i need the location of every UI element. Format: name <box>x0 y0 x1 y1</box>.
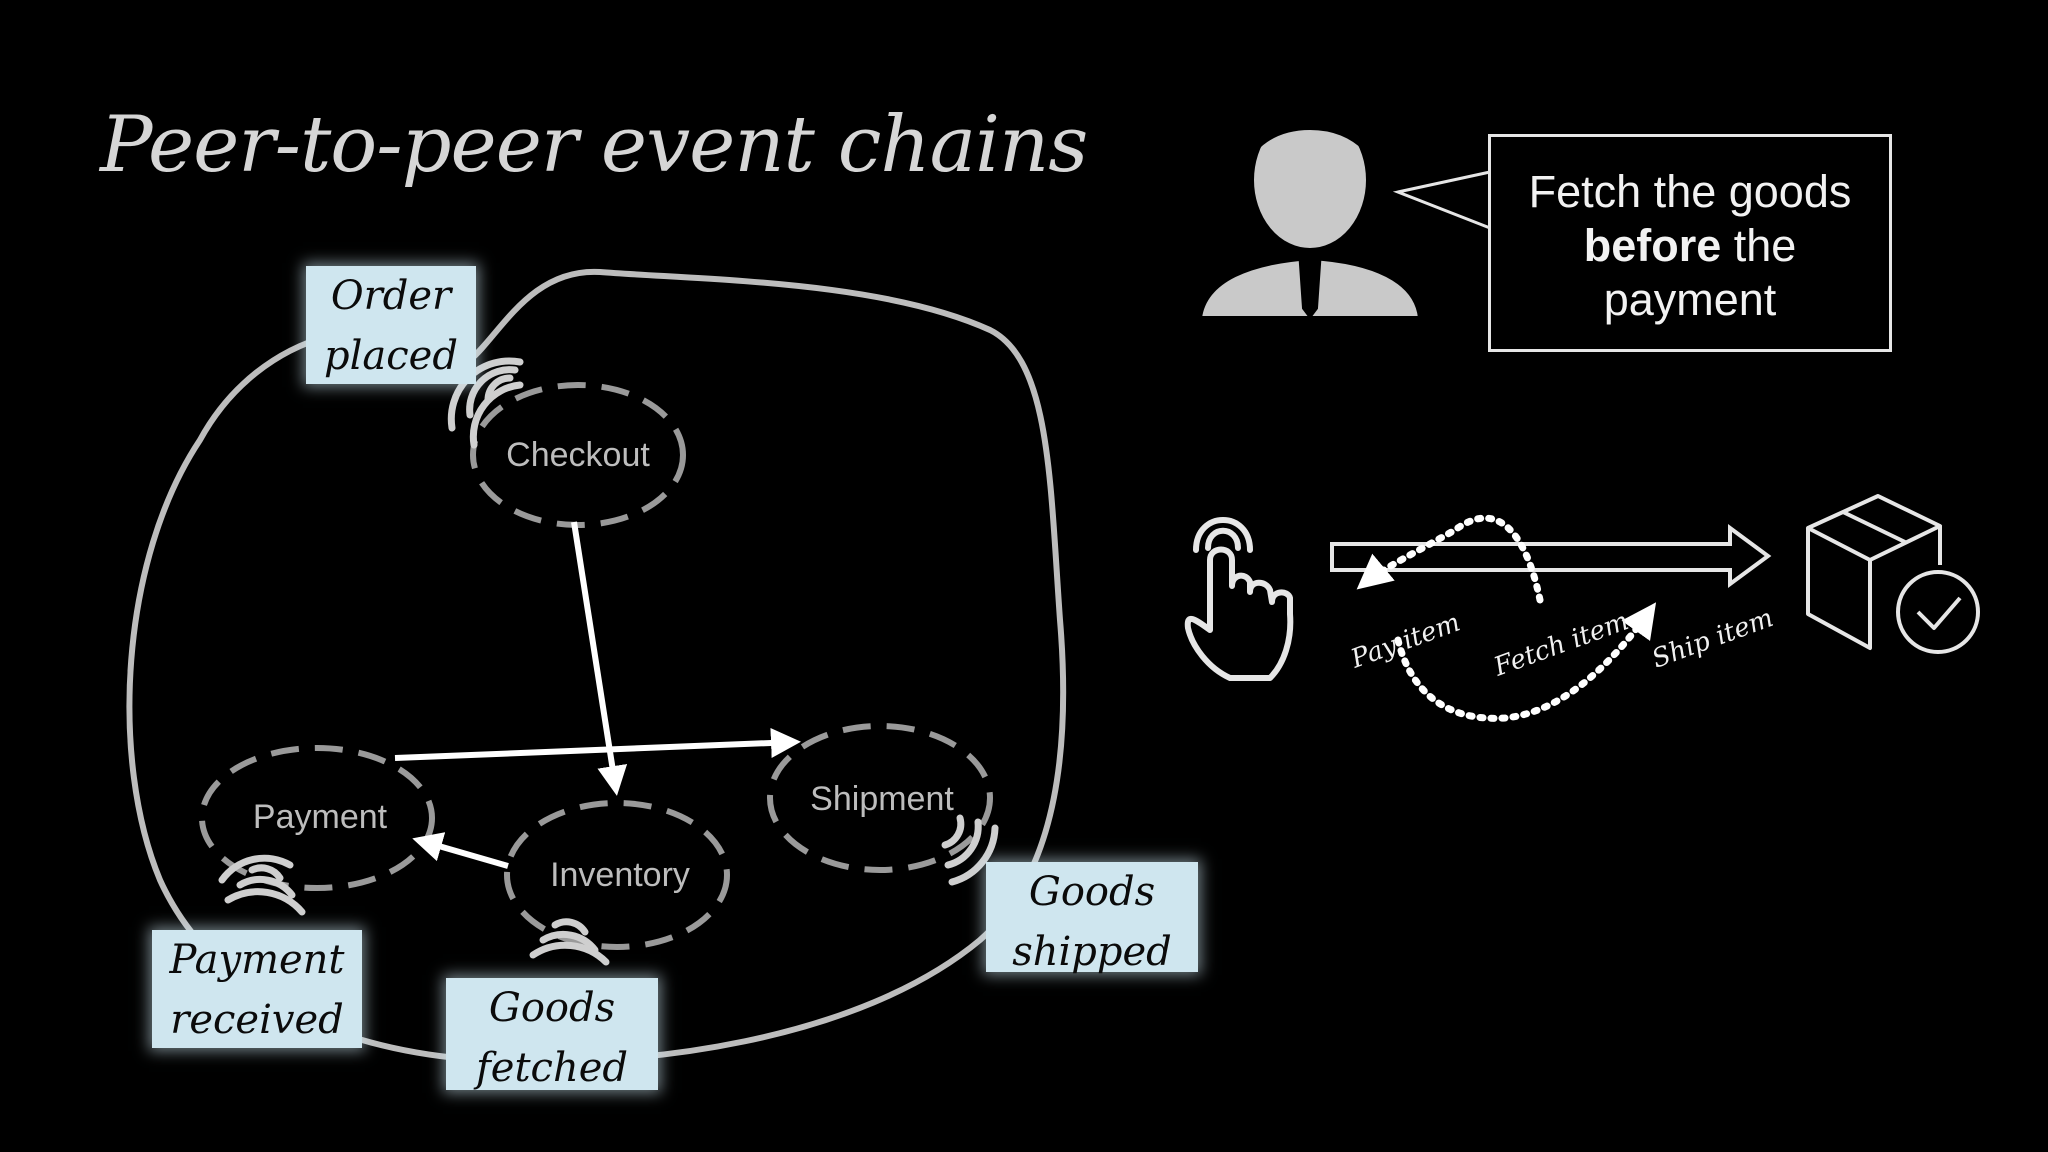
arrow-inventory-to-payment <box>412 832 509 869</box>
shipment-service <box>767 723 993 873</box>
speech-line-3: payment <box>1603 274 1777 325</box>
speech-bubble: Fetch the goods before the payment <box>1488 134 1892 352</box>
speech-bubble-tail <box>1392 170 1491 230</box>
speech-line-1: Fetch the goods <box>1528 166 1852 217</box>
system-boundary <box>126 268 1067 1065</box>
ship-item-label: Ship item <box>1648 603 1777 674</box>
sticky-line: Payment <box>169 937 345 983</box>
sticky-line: Goods <box>488 985 616 1031</box>
speech-line-2: before the <box>1491 219 1889 273</box>
person-icon <box>1197 107 1423 320</box>
checkout-label: Checkout <box>506 436 650 474</box>
inventory-label: Inventory <box>550 856 690 894</box>
event-goods-fetched: Goods fetched <box>446 978 658 1091</box>
checkout-service <box>470 382 686 528</box>
event-payment-received: Payment received <box>152 930 362 1048</box>
sticky-line: Order <box>330 273 452 319</box>
broadcast-icon <box>529 918 610 966</box>
fetch-item-label: Fetch item <box>1489 606 1633 683</box>
package-check-icon <box>1806 494 1980 654</box>
inventory-service <box>504 800 730 950</box>
sticky-line: shipped <box>1012 929 1172 975</box>
broadcast-icon <box>941 814 999 886</box>
dotted-curve-pay-to-ship <box>1394 602 1657 722</box>
event-goods-shipped: Goods shipped <box>986 862 1198 975</box>
payment-service <box>199 745 435 891</box>
hand-pointer-icon <box>1184 517 1294 681</box>
shipment-label: Shipment <box>810 780 954 818</box>
broadcast-icon <box>218 854 306 916</box>
payment-label: Payment <box>253 798 388 836</box>
sticky-line: received <box>170 997 344 1043</box>
arrow-checkout-to-inventory <box>571 521 628 796</box>
sticky-line: placed <box>324 333 458 379</box>
arrow-payment-to-shipment <box>394 727 801 761</box>
event-order-placed: Order placed <box>306 266 476 384</box>
sticky-line: fetched <box>476 1045 628 1091</box>
sticky-line: Goods <box>1028 869 1156 915</box>
outlined-flow-arrow <box>1330 524 1772 588</box>
dotted-curve-fetch-to-pay <box>1356 514 1544 604</box>
speech-emphasis: before <box>1583 220 1722 271</box>
speech-after-emphasis: the <box>1721 220 1797 271</box>
slide-title: Peer-to-peer event chains <box>100 100 1088 190</box>
